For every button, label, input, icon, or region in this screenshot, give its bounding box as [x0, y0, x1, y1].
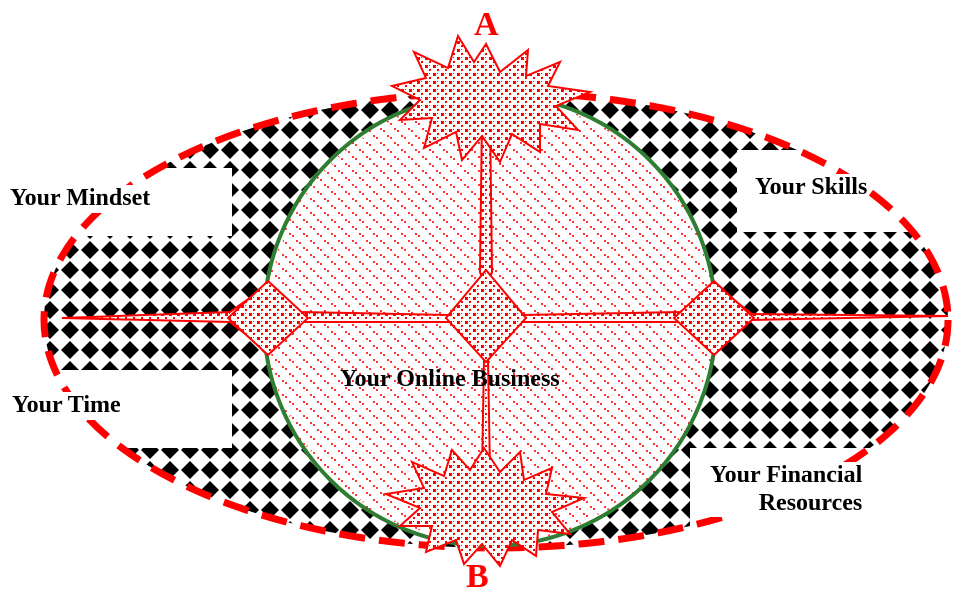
marker-a: A [474, 6, 499, 43]
marker-b: B [466, 558, 489, 595]
label-financial-line2: Resources [710, 489, 863, 518]
junction-left [226, 279, 310, 357]
label-time: Your Time [12, 392, 121, 420]
label-skills: Your Skills [755, 174, 868, 202]
label-financial-line1: Your Financial [710, 462, 863, 490]
label-mindset: Your Mindset [10, 185, 151, 213]
starburst-top [389, 33, 594, 165]
junction-right [672, 279, 756, 357]
label-financial-resources: Your Financial Resources [710, 462, 863, 518]
label-center-business: Your Online Business [340, 366, 560, 392]
junction-center [444, 268, 528, 364]
starburst-bottom [382, 446, 588, 568]
